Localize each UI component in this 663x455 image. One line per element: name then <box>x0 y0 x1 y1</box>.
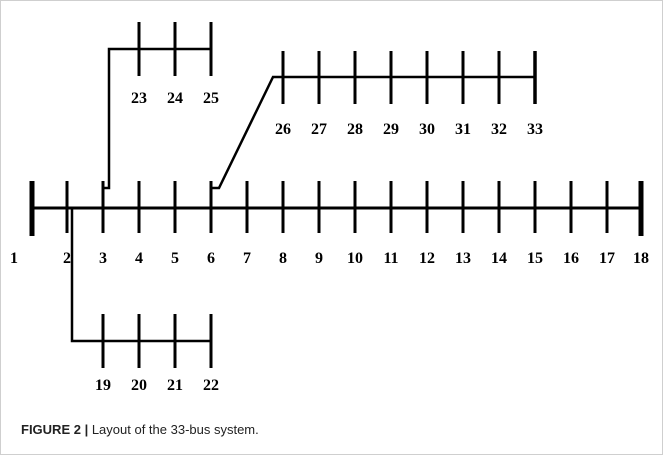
lateral-6-connector <box>211 75 535 190</box>
bus-label-28: 28 <box>347 121 363 138</box>
lateral-2-connector <box>70 208 211 343</box>
lateral-3-connector <box>103 47 211 190</box>
bus-label-20: 20 <box>131 377 147 394</box>
bus-label-5: 5 <box>171 250 179 267</box>
bus-label-8: 8 <box>279 250 287 267</box>
bus-label-19: 19 <box>95 377 111 394</box>
caption-text: Layout of the 33-bus system. <box>91 422 259 437</box>
bus-label-21: 21 <box>167 377 183 394</box>
bus-label-6: 6 <box>207 250 215 267</box>
bus-label-3: 3 <box>99 250 107 267</box>
bus-label-23: 23 <box>131 90 147 107</box>
bus-label-18: 18 <box>633 250 649 267</box>
bus-label-1: 1 <box>10 250 18 267</box>
bus-label-27: 27 <box>311 121 327 138</box>
bus-label-30: 30 <box>419 121 435 138</box>
bus-label-14: 14 <box>491 250 507 267</box>
bus-label-29: 29 <box>383 121 399 138</box>
bus-label-9: 9 <box>315 250 323 267</box>
bus-label-2: 2 <box>63 250 71 267</box>
bus-label-31: 31 <box>455 121 471 138</box>
bus-label-33: 33 <box>527 121 543 138</box>
bus-label-16: 16 <box>563 250 579 267</box>
figure-label: FIGURE 2 | <box>21 422 89 437</box>
bus-label-26: 26 <box>275 121 291 138</box>
figure-caption: FIGURE 2 | Layout of the 33-bus system. <box>21 422 259 437</box>
bus-label-13: 13 <box>455 250 471 267</box>
bus-label-17: 17 <box>599 250 615 267</box>
bus-label-7: 7 <box>243 250 251 267</box>
bus-label-22: 22 <box>203 377 219 394</box>
bus-label-15: 15 <box>527 250 543 267</box>
bus-label-10: 10 <box>347 250 363 267</box>
bus-label-12: 12 <box>419 250 435 267</box>
bus-label-25: 25 <box>203 90 219 107</box>
bus-label-32: 32 <box>491 121 507 138</box>
bus-label-11: 11 <box>383 250 398 267</box>
bus-label-24: 24 <box>167 90 183 107</box>
bus-label-4: 4 <box>135 250 143 267</box>
